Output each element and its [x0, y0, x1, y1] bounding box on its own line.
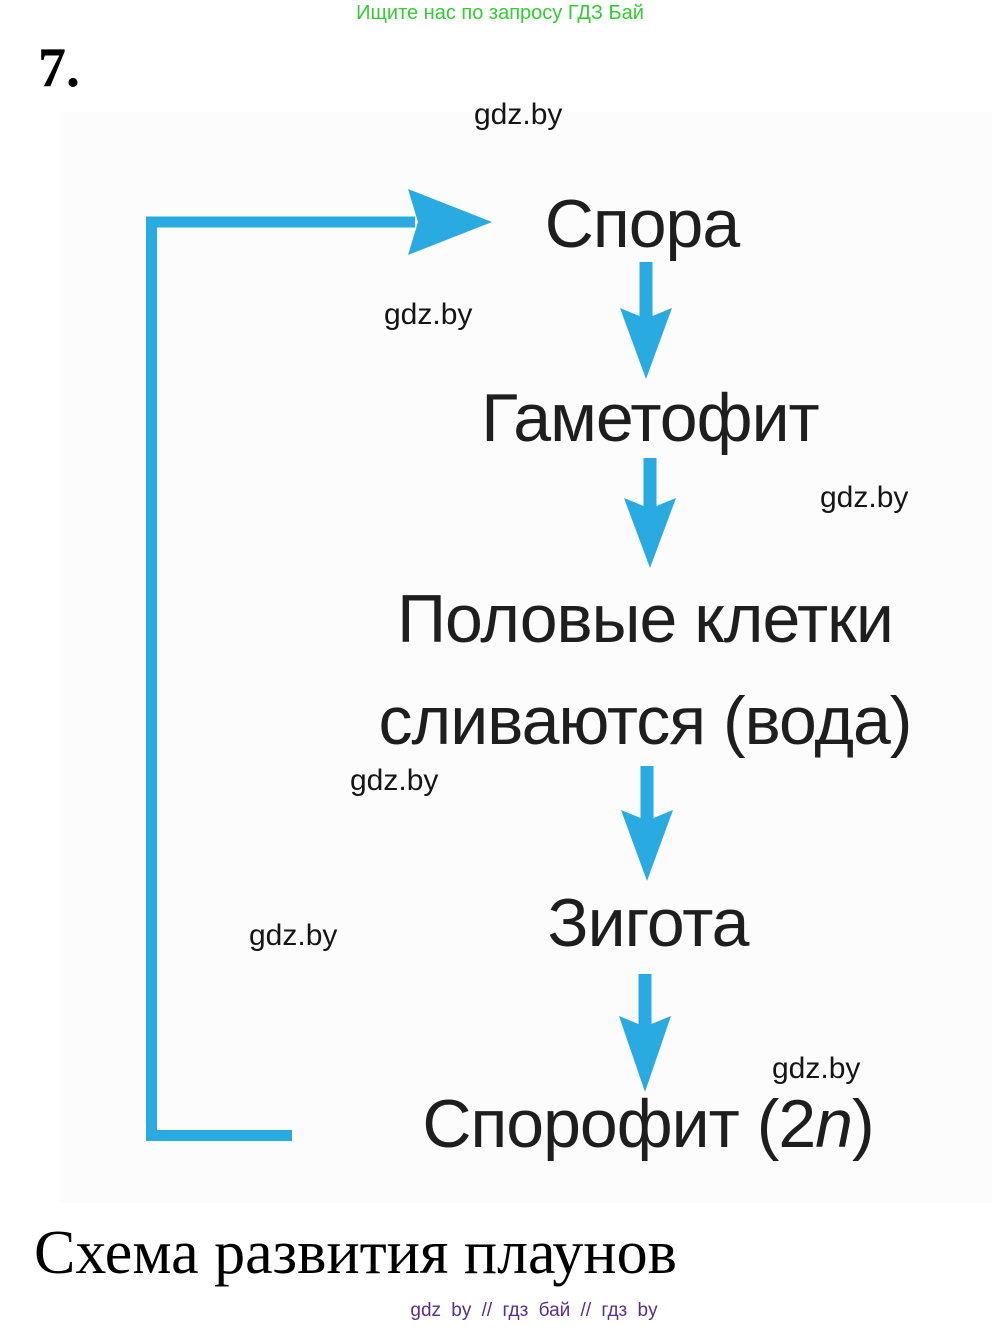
node-zygote: Зигота	[547, 885, 750, 961]
watermark-gdzby: gdz.by	[474, 98, 563, 131]
node-spore: Спора	[544, 186, 740, 262]
node-sporophyte-label: Спорофит (2	[422, 1086, 816, 1162]
node-gametes-fuse-line1: Половые клетки	[397, 581, 894, 657]
node-gametes-fuse: Половые клетки сливаются (вода)	[378, 568, 913, 772]
watermark-gdzby: gdz.by	[249, 919, 338, 952]
header-promo-text: Ищите нас по запросу ГДЗ Бай	[356, 2, 644, 24]
figure-caption: Схема развития плаунов	[34, 1219, 677, 1287]
node-sporophyte-label-close: )	[852, 1086, 875, 1162]
watermark-gdzby: gdz.by	[820, 481, 909, 514]
node-sporophyte: Спорофит (2n)	[422, 1090, 874, 1158]
node-sporophyte-ploidy: n	[815, 1086, 853, 1162]
footer-links: gdz by // гдз бай // гдз by	[410, 1300, 658, 1321]
diagram-photo-region	[60, 112, 992, 1203]
watermark-gdzby: gdz.by	[384, 298, 473, 331]
node-gametes-fuse-line2: сливаются (вода)	[378, 683, 913, 759]
node-gametophyte: Гаметофит	[481, 380, 819, 456]
exercise-number: 7.	[38, 37, 80, 99]
watermark-gdzby: gdz.by	[350, 764, 439, 797]
watermark-gdzby: gdz.by	[772, 1052, 861, 1085]
